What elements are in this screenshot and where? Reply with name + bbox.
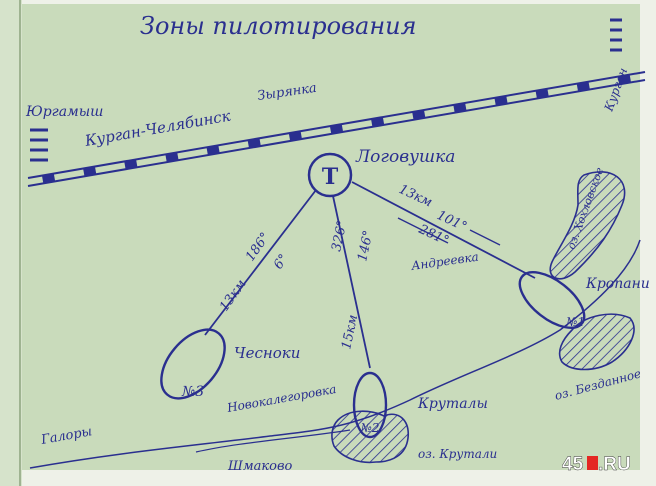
watermark-red-block (587, 456, 598, 470)
route-to-zone-3 (204, 189, 317, 336)
rail-tie (206, 145, 220, 156)
airfield-symbol: Т (322, 164, 339, 190)
river-branch (195, 429, 351, 453)
lake-khokhlovskoe (549, 171, 626, 280)
watermark-number: 45 (562, 454, 584, 475)
rail-tie (124, 159, 138, 170)
lake-bezdannoe (558, 313, 635, 371)
railway-line (27, 71, 646, 187)
rail-tie (329, 124, 344, 134)
airfield-logovushka: Т (307, 152, 353, 198)
lake-krutali-label: оз. Крутали (418, 447, 497, 461)
rail-tie (83, 166, 97, 177)
route-to-zone-2 (332, 195, 371, 369)
station-yurgamysh: Юргамыш (25, 104, 103, 120)
rail-tie (288, 131, 302, 142)
route-2-course-back: 326° (329, 219, 350, 253)
zone-2-number: №2 (360, 421, 380, 435)
zone-2-label: Круталы (417, 396, 488, 412)
rail-tie (371, 116, 385, 127)
rail-tie (535, 88, 549, 99)
map-title: Зоны пилотирования (140, 12, 417, 40)
zone-1-number: №1 (565, 315, 585, 329)
zone-3-number: №3 (181, 384, 204, 400)
route-3-course-back: 6° (271, 252, 292, 273)
airfield-name: Логовушка (355, 147, 455, 167)
page-fold (0, 0, 22, 486)
place-shmakovo: Шмаково (227, 459, 293, 474)
zone-1-label: Кропани (585, 276, 650, 292)
rail-tie (247, 138, 261, 149)
paper-sheet (22, 4, 640, 470)
zone-3-label: Чесноки (234, 344, 300, 362)
rail-tie (494, 95, 508, 106)
river-line (29, 239, 641, 469)
route-1-arrow-out (469, 229, 501, 246)
rail-tie (617, 74, 632, 85)
rail-tie (41, 173, 56, 184)
rail-tie (412, 109, 426, 120)
zone-2: №2 (352, 371, 388, 439)
station-marks (30, 18, 622, 162)
route-1-arrow-back (397, 217, 449, 244)
watermark-domain: .RU (598, 454, 631, 475)
route-to-zone-1 (351, 181, 536, 279)
rail-tie (165, 152, 179, 163)
rail-tie (453, 102, 467, 113)
route-2-course-out: 146° (355, 229, 376, 263)
zone-1: №1 (518, 271, 586, 329)
route-2-distance: 15км (339, 313, 361, 350)
watermark-logo: 45 .RU (562, 454, 631, 475)
rail-tie (576, 81, 590, 92)
zone-3: №3 (160, 328, 226, 400)
